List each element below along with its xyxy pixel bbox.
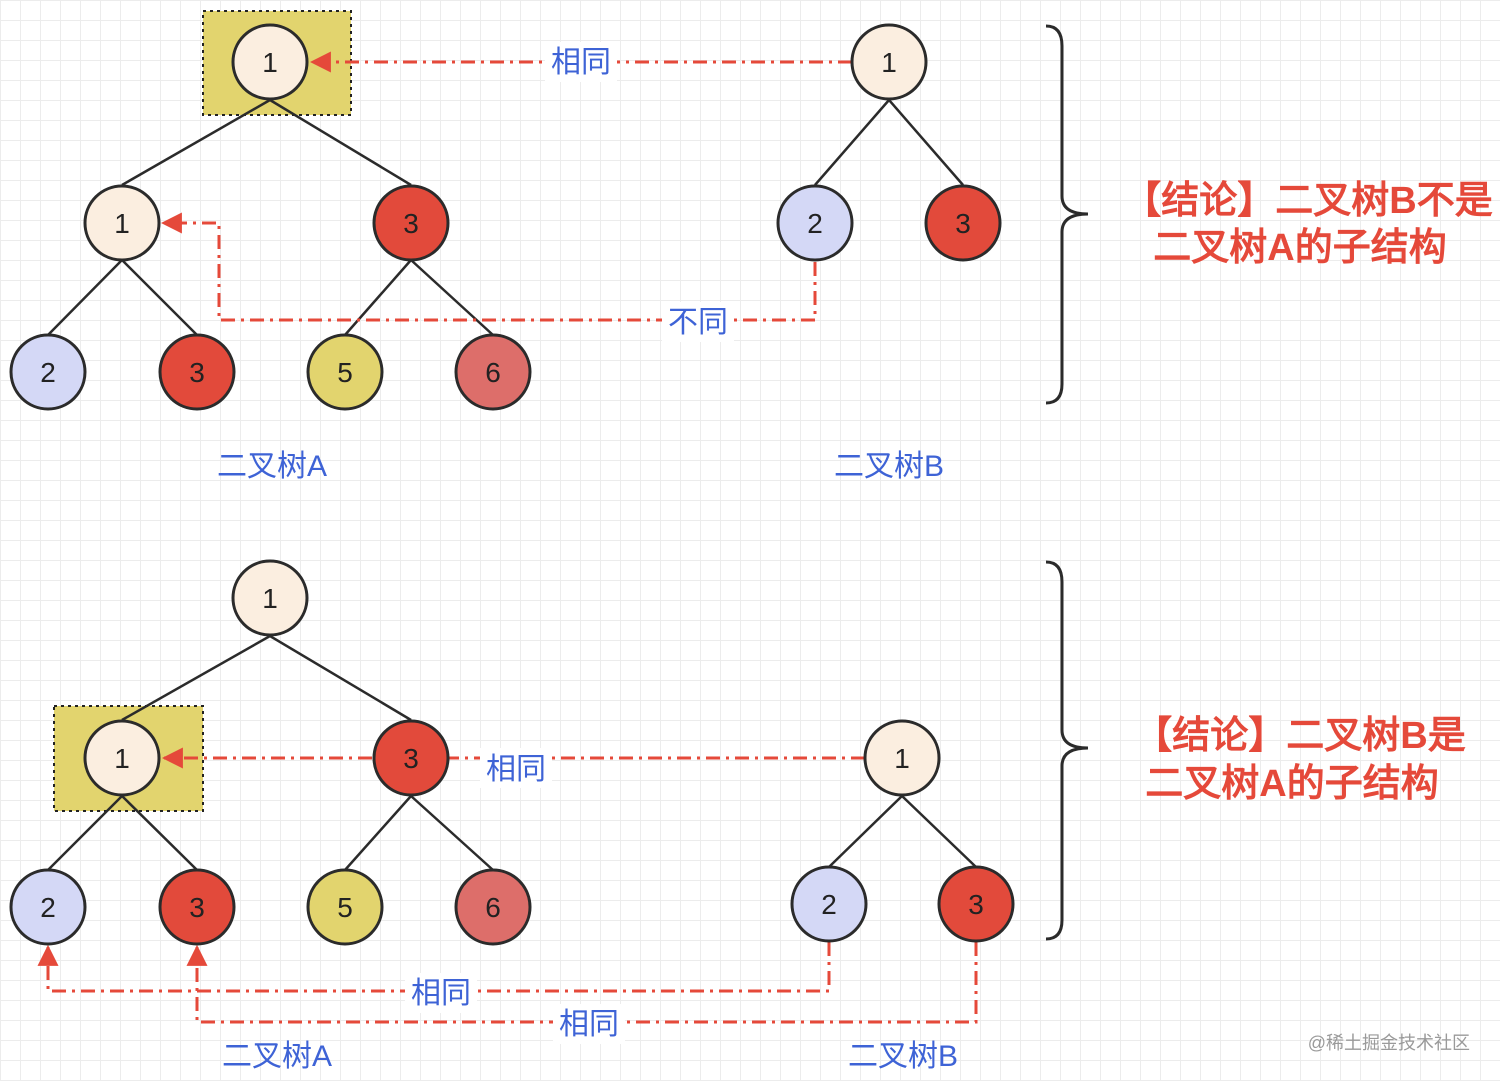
tree-node: 1 bbox=[863, 719, 941, 797]
svg-text:2: 2 bbox=[40, 892, 56, 923]
tree-node: 3 bbox=[158, 333, 236, 411]
bottom-treeB-nodes: 1 2 3 bbox=[790, 719, 1015, 943]
svg-text:1: 1 bbox=[114, 743, 130, 774]
svg-text:6: 6 bbox=[485, 357, 501, 388]
bottom-link-label-left: 相同 bbox=[411, 977, 471, 1010]
watermark: @稀土掘金技术社区 bbox=[1308, 1033, 1470, 1053]
top-treeB-nodes: 1 2 3 bbox=[776, 23, 1002, 262]
top-curly-brace bbox=[1045, 24, 1089, 405]
tree-node: 2 bbox=[9, 333, 87, 411]
tree-node: 6 bbox=[454, 333, 532, 411]
bottom-treeB-caption: 二叉树B bbox=[848, 1040, 958, 1073]
tree-node: 3 bbox=[372, 719, 450, 797]
bottom-treeA-edges bbox=[47, 634, 494, 871]
bottom-conclusion-line2: 二叉树A的子结构 bbox=[1145, 763, 1438, 805]
top-treeB-caption: 二叉树B bbox=[834, 450, 944, 483]
tree-node: 5 bbox=[306, 333, 384, 411]
svg-text:5: 5 bbox=[337, 357, 353, 388]
tree-node: 5 bbox=[306, 868, 384, 946]
svg-text:2: 2 bbox=[821, 889, 837, 920]
tree-node: 6 bbox=[454, 868, 532, 946]
tree-node: 3 bbox=[158, 868, 236, 946]
svg-text:1: 1 bbox=[262, 583, 278, 614]
svg-text:3: 3 bbox=[403, 208, 419, 239]
bottom-link-label-right: 相同 bbox=[559, 1008, 619, 1041]
svg-text:3: 3 bbox=[189, 892, 205, 923]
svg-text:1: 1 bbox=[114, 208, 130, 239]
top-conclusion-line1: 【结论】二叉树B不是 bbox=[1123, 180, 1492, 222]
tree-node: 2 bbox=[9, 868, 87, 946]
tree-node: 1 bbox=[231, 559, 309, 637]
top-section: 相同 不同 1 1 3 2 3 5 6 1 2 3 二叉树A 二叉树B 【结论】… bbox=[9, 10, 1493, 483]
top-treeA-nodes: 1 1 3 2 3 5 6 bbox=[9, 23, 532, 411]
svg-text:3: 3 bbox=[189, 357, 205, 388]
svg-text:1: 1 bbox=[881, 47, 897, 78]
tree-node: 1 bbox=[83, 719, 161, 797]
top-conclusion-line2: 二叉树A的子结构 bbox=[1153, 227, 1446, 269]
svg-text:2: 2 bbox=[807, 208, 823, 239]
bottom-curly-brace bbox=[1045, 560, 1089, 941]
tree-node: 1 bbox=[850, 23, 928, 101]
top-link-label-same: 相同 bbox=[551, 46, 611, 79]
svg-text:3: 3 bbox=[968, 889, 984, 920]
bottom-treeB-edges bbox=[828, 795, 977, 868]
svg-text:3: 3 bbox=[403, 743, 419, 774]
svg-text:6: 6 bbox=[485, 892, 501, 923]
top-link-label-different: 不同 bbox=[668, 306, 728, 339]
svg-text:1: 1 bbox=[894, 743, 910, 774]
bottom-treeA-caption: 二叉树A bbox=[222, 1040, 332, 1073]
tree-node: 2 bbox=[790, 865, 868, 943]
bottom-link-label-root: 相同 bbox=[486, 753, 546, 786]
top-treeB-edges bbox=[814, 99, 964, 186]
tree-node: 3 bbox=[924, 184, 1002, 262]
bottom-conclusion-line1: 【结论】二叉树B是 bbox=[1134, 715, 1465, 757]
top-treeA-caption: 二叉树A bbox=[217, 450, 327, 483]
tree-node: 1 bbox=[83, 184, 161, 262]
tree-node: 2 bbox=[776, 184, 854, 262]
svg-text:1: 1 bbox=[262, 47, 278, 78]
tree-node: 3 bbox=[937, 865, 1015, 943]
tree-node: 3 bbox=[372, 184, 450, 262]
top-treeA-edges bbox=[47, 98, 494, 336]
bottom-section: 相同 相同 相同 1 1 3 2 3 5 6 1 2 3 二叉树A 二叉树B 【… bbox=[9, 559, 1466, 1073]
svg-text:2: 2 bbox=[40, 357, 56, 388]
bottom-treeA-nodes: 1 1 3 2 3 5 6 bbox=[9, 559, 532, 946]
svg-text:3: 3 bbox=[955, 208, 971, 239]
top-arrow-different bbox=[160, 212, 817, 322]
tree-node: 1 bbox=[231, 23, 309, 101]
svg-text:5: 5 bbox=[337, 892, 353, 923]
